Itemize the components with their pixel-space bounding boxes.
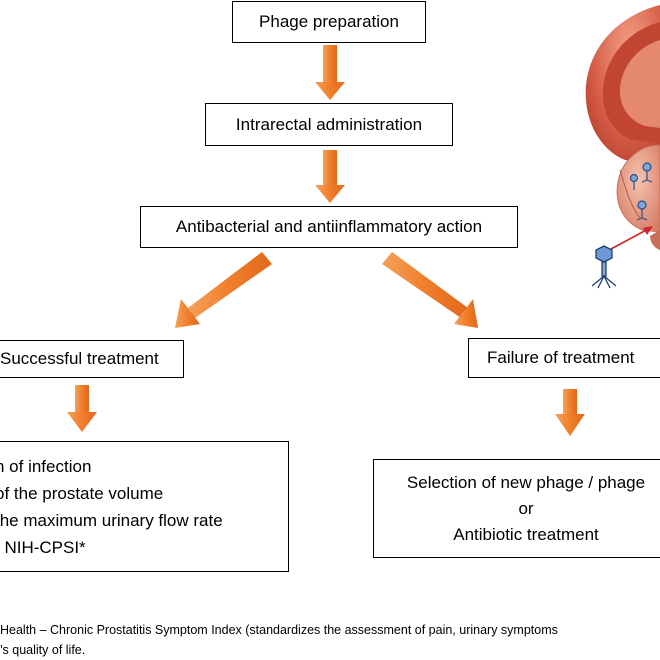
footnote-line-2: ’s quality of life.	[0, 643, 86, 657]
outcome-item-1: n of infection	[0, 456, 92, 476]
successful-treatment-box: Successful treatment	[0, 340, 184, 378]
alternative-treatment-box: Selection of new phage / phage or Antibi…	[373, 459, 660, 558]
failure-of-treatment-label: Failure of treatment	[487, 348, 635, 367]
alternative-line-3: Antibiotic treatment	[453, 524, 599, 544]
failure-of-treatment-box: Failure of treatment	[468, 338, 660, 378]
arrow-diagonal-left	[175, 252, 272, 328]
outcome-item-2: of the prostate volume	[0, 483, 164, 503]
outcome-item-3: the maximum urinary flow rate	[0, 510, 223, 530]
arrow-down-failure	[555, 389, 585, 436]
treatment-outcomes-box: n of infection of the prostate volume th…	[0, 441, 289, 572]
arrow-diagonal-right	[382, 252, 478, 328]
arrow-down-2	[315, 150, 345, 203]
alternative-line-1: Selection of new phage / phage	[406, 472, 646, 492]
outcome-item-4: f NIH-CPSI*	[0, 537, 86, 557]
prostate-illustration	[585, 5, 660, 289]
alternative-line-or: or	[518, 498, 534, 518]
arrow-down-1	[315, 45, 345, 100]
step-antibacterial-action-label: Antibacterial and antiinflammatory actio…	[175, 217, 483, 236]
successful-treatment-label: Successful treatment	[0, 349, 159, 368]
arrow-down-success	[67, 385, 97, 432]
step-intrarectal-administration-label: Intrarectal administration	[235, 114, 423, 134]
step-antibacterial-action: Antibacterial and antiinflammatory actio…	[140, 206, 518, 248]
footnote: Health – Chronic Prostatitis Symptom Ind…	[0, 620, 660, 660]
step-intrarectal-administration: Intrarectal administration	[205, 103, 453, 146]
step-phage-preparation: Phage preparation	[232, 1, 426, 43]
footnote-line-1: Health – Chronic Prostatitis Symptom Ind…	[0, 623, 558, 637]
step-phage-preparation-label: Phage preparation	[259, 12, 399, 31]
